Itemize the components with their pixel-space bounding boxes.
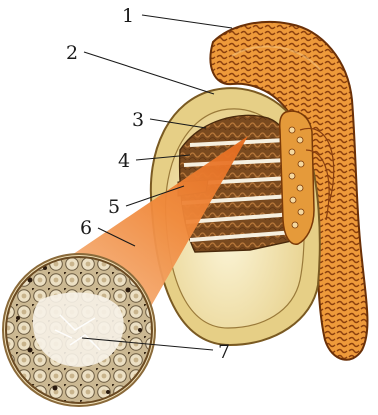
label-5: 5 (108, 196, 120, 218)
leader-1 (142, 15, 232, 28)
label-7: 7 (218, 341, 230, 363)
label-1: 1 (122, 5, 134, 27)
leader-2 (84, 52, 214, 94)
label-3: 3 (132, 109, 144, 131)
label-2: 2 (66, 42, 78, 64)
label-4: 4 (118, 150, 130, 172)
label-6: 6 (80, 217, 92, 239)
